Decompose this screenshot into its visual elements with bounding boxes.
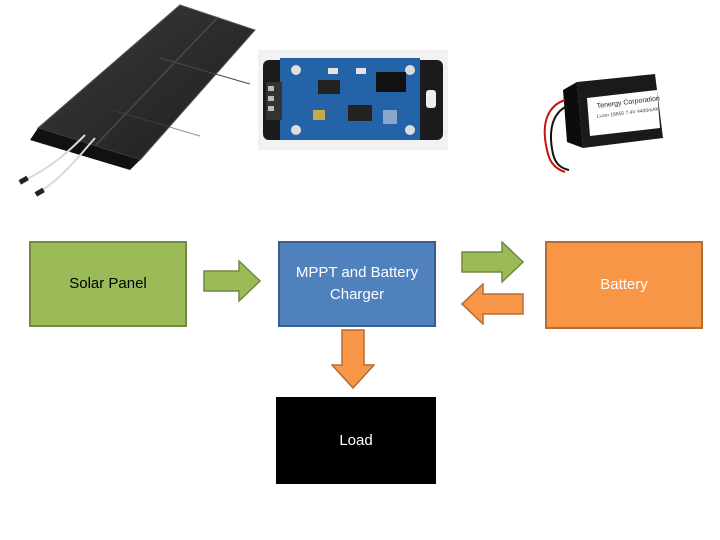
solar-panel-label: Solar Panel [69, 275, 147, 292]
arrow-battery-to-mppt [461, 283, 524, 325]
mppt-label-line1: MPPT and Battery [295, 264, 419, 281]
load-label: Load [339, 431, 373, 449]
solar-panel-block: Solar Panel [29, 241, 187, 327]
arrow-solar-to-mppt [203, 260, 261, 302]
mppt-label-line2: Charger [329, 286, 385, 303]
mppt-board-photo [258, 50, 448, 150]
arrow-mppt-to-battery [461, 241, 524, 283]
battery-label: Battery [600, 276, 648, 293]
load-block: Load [276, 397, 436, 484]
arrow-mppt-to-load [331, 329, 375, 389]
solar-panel-photo [18, 4, 256, 197]
mppt-charger-block: MPPT and Battery Charger [278, 241, 436, 327]
battery-block: Battery [545, 241, 703, 329]
battery-pack-photo: Tenergy Corporation Li-ion 18650 7.4V 44… [525, 60, 675, 180]
